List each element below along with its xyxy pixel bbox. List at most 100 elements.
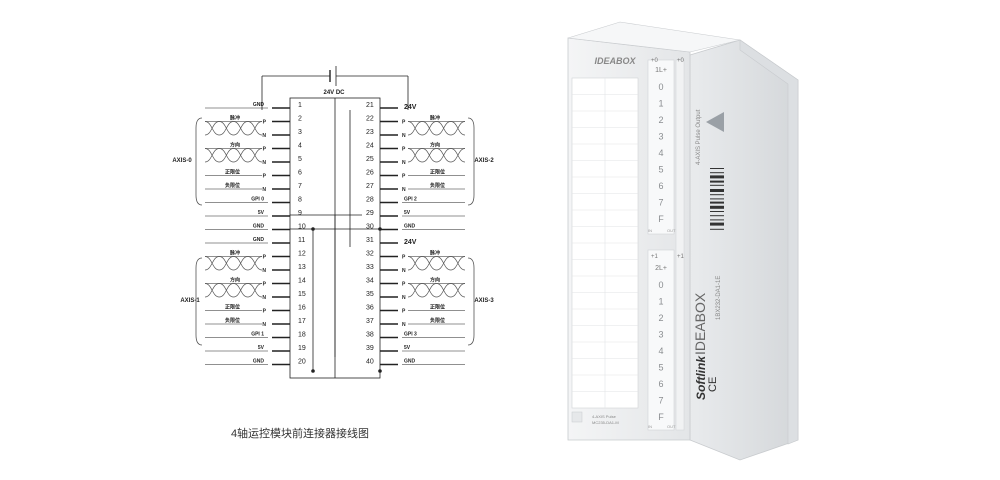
barcode-bar bbox=[710, 228, 724, 230]
barcode-icon bbox=[710, 168, 724, 230]
group1-out-label: OUT bbox=[667, 228, 676, 233]
pin-label: GND bbox=[404, 224, 416, 230]
led-column-2 bbox=[647, 249, 675, 431]
twisted-wire bbox=[204, 121, 263, 136]
pin-polarity: N bbox=[262, 268, 266, 274]
io-channel-label: 5 bbox=[658, 165, 663, 175]
pin-label: 正限位 bbox=[430, 169, 445, 176]
pin-label: 正限位 bbox=[225, 169, 240, 176]
io-channel-label: 1 bbox=[658, 99, 663, 109]
twisted-wire bbox=[407, 121, 466, 136]
pin-number: 1 bbox=[298, 102, 302, 109]
twisted-wire bbox=[407, 121, 466, 136]
io-channel-label: 5 bbox=[658, 363, 663, 373]
pin-polarity: P bbox=[402, 309, 406, 315]
io-channel-label: 1 bbox=[658, 297, 663, 307]
side-code: 1BX232-DA1-1E bbox=[716, 276, 722, 320]
io-channel-label: 2 bbox=[658, 313, 663, 323]
pin-3: 3N bbox=[262, 129, 302, 139]
junction-dot bbox=[311, 369, 315, 373]
barcode-bar bbox=[710, 172, 724, 174]
io-channel-label: 2 bbox=[658, 115, 663, 125]
io-channel-label: 0 bbox=[658, 280, 663, 290]
pin-label: GND bbox=[253, 359, 265, 365]
side-logo-icon bbox=[706, 112, 724, 132]
barcode-bar bbox=[710, 211, 724, 212]
axis-brace bbox=[467, 117, 475, 206]
led-column-1 bbox=[647, 59, 675, 235]
twisted-wire bbox=[204, 256, 263, 271]
twisted-wire bbox=[204, 148, 263, 163]
pin-polarity: P bbox=[402, 282, 406, 288]
pin-label: 方向 bbox=[230, 142, 240, 149]
axis-brace bbox=[195, 117, 203, 206]
pin-polarity: N bbox=[402, 322, 406, 328]
barcode-bar bbox=[710, 198, 724, 200]
pin-label: 方向 bbox=[430, 142, 440, 149]
pin-label: GND bbox=[253, 224, 265, 230]
pin-label: 脉冲 bbox=[229, 115, 240, 122]
twisted-wire bbox=[407, 148, 466, 163]
group1-top-right: +0 bbox=[677, 58, 685, 64]
pin-number: 23 bbox=[366, 129, 374, 136]
pin-polarity: P bbox=[263, 120, 267, 126]
barcode-bar bbox=[710, 222, 724, 226]
barcode-bar bbox=[710, 205, 724, 209]
pin-label: 方向 bbox=[230, 277, 240, 284]
barcode-bar bbox=[710, 201, 724, 204]
pin-number: 19 bbox=[298, 345, 306, 352]
twisted-wire bbox=[204, 148, 263, 163]
barcode-bar bbox=[710, 184, 724, 186]
pin-number: 15 bbox=[298, 291, 306, 298]
twisted-pairs bbox=[204, 121, 466, 298]
group1-in-label: IN bbox=[648, 228, 652, 233]
pin-polarity: N bbox=[262, 160, 266, 166]
internal-jumpers bbox=[290, 110, 380, 371]
bottom-code: MC235-DA1-M bbox=[592, 420, 619, 425]
pin-label: 5V bbox=[258, 210, 265, 216]
pin-15: 15N bbox=[262, 291, 306, 301]
junction-dot bbox=[378, 227, 382, 231]
pin-label: 负限位 bbox=[225, 317, 240, 324]
axis-label-0: AXIS-0 bbox=[172, 158, 192, 164]
io-channel-label: 3 bbox=[658, 132, 663, 142]
twisted-wire bbox=[204, 121, 263, 136]
status-led-icon bbox=[571, 411, 583, 423]
module-rear-ribs bbox=[739, 39, 799, 445]
io-channel-label: F bbox=[658, 214, 664, 224]
pin-label: GND bbox=[253, 102, 265, 108]
pin-label: GPI 2 bbox=[404, 197, 417, 203]
pin-number: 36 bbox=[366, 305, 374, 312]
side-ce-mark: CE bbox=[707, 377, 719, 392]
pin-number: 40 bbox=[366, 359, 374, 366]
pin-polarity: P bbox=[263, 174, 267, 180]
pin-label: 正限位 bbox=[225, 304, 240, 311]
barcode-bar bbox=[710, 168, 724, 169]
pin-label: 5V bbox=[258, 345, 265, 351]
pin-number: 9 bbox=[298, 210, 302, 217]
twisted-wire bbox=[204, 283, 263, 298]
pin-polarity: N bbox=[402, 295, 406, 301]
pin-number: 32 bbox=[366, 251, 374, 258]
pin-label: GPI 0 bbox=[251, 197, 264, 203]
power-label: 24V DC bbox=[323, 90, 345, 96]
pin-number: 12 bbox=[298, 251, 306, 258]
pin-number: 10 bbox=[298, 224, 306, 231]
group2-top-right: +1 bbox=[677, 254, 685, 260]
